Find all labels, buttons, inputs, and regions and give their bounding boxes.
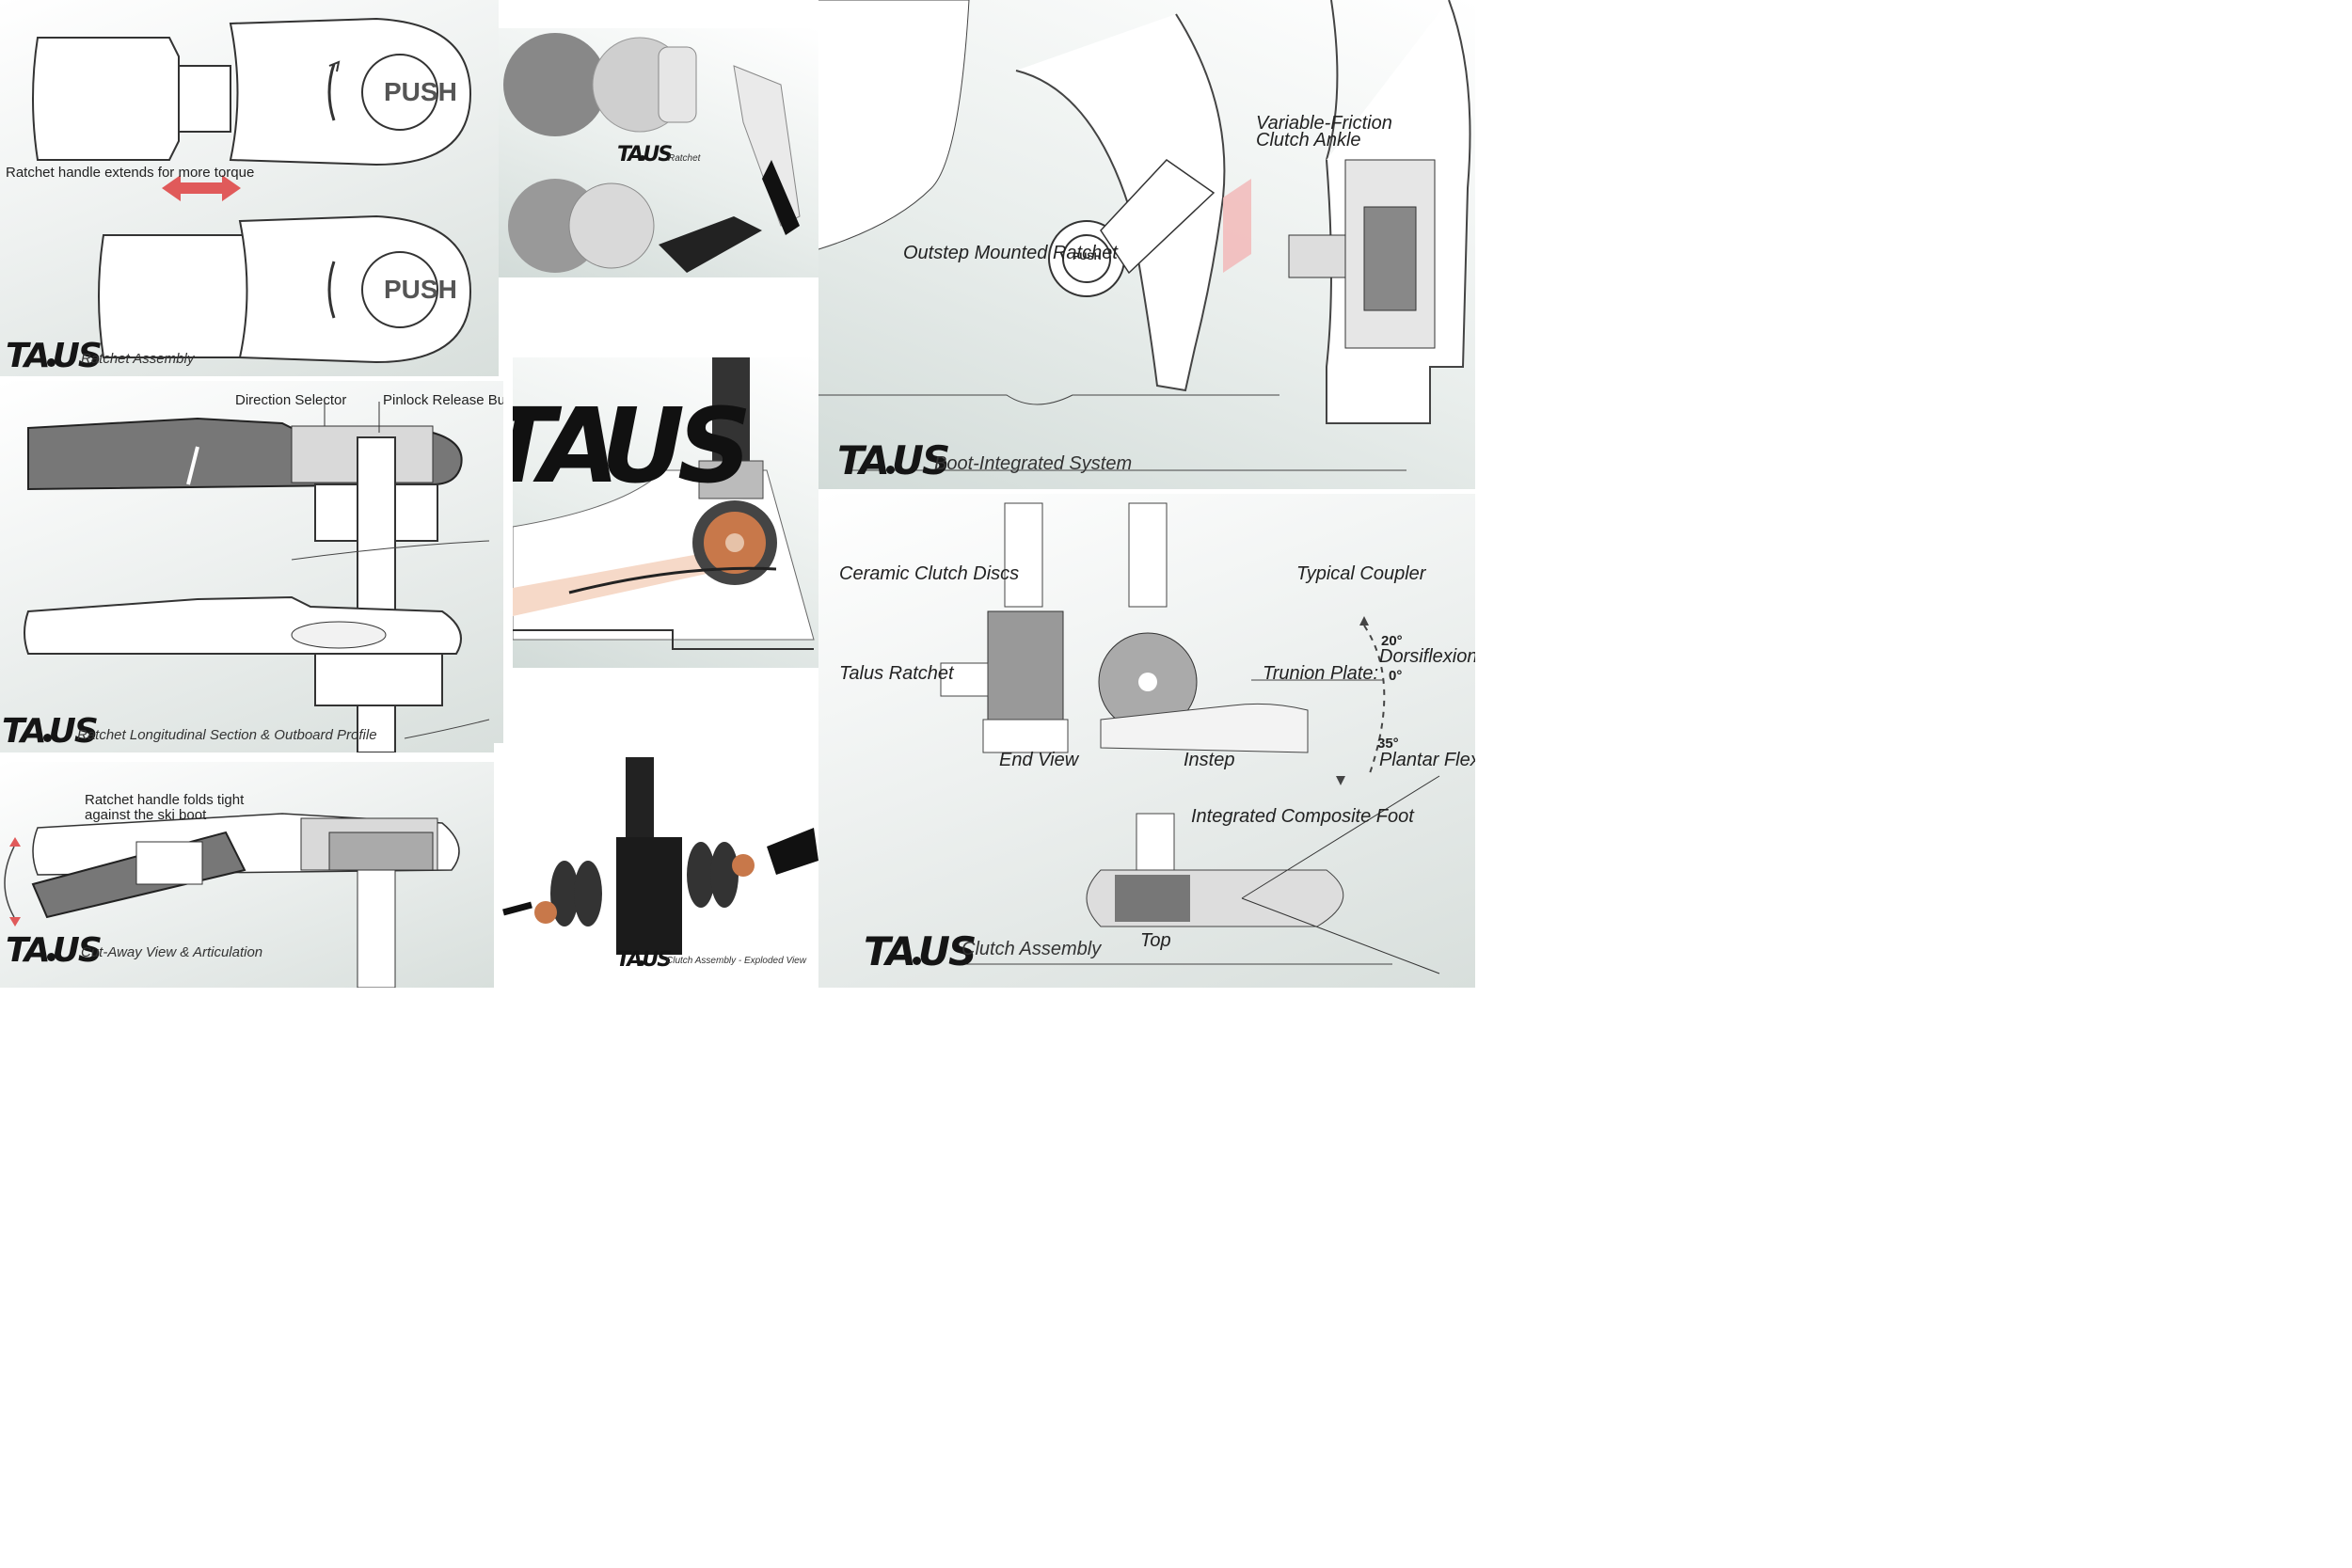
label-talus-ratchet: Talus Ratchet (839, 663, 954, 684)
panel-longitudinal-section: Direction Selector Pinlock Release Butto… (0, 381, 503, 752)
label-variable-friction-1: Variable-Friction (1256, 113, 1392, 134)
label-integrated-foot: Integrated Composite Foot (1191, 806, 1414, 827)
panel-ratchet-assembly: PUSH PUSH Ratchet handle extends for mor… (0, 0, 499, 376)
label-dorsi-angle: 20° (1381, 633, 1403, 649)
label-outstep-ratchet: Outstep Mounted Ratchet (903, 243, 1118, 263)
push-button-label: PUSH (384, 77, 457, 106)
label-top: Top (1140, 930, 1171, 951)
fold-note-line1: Ratchet handle folds tight (85, 792, 245, 808)
caption-ratchet-assembly: Ratchet Assembly (81, 351, 195, 367)
panel-ratchet-render: TAUS Ratchet (499, 28, 818, 277)
caption-exploded: Clutch Assembly - Exploded View (666, 956, 806, 966)
caption-longitudinal-section: Ratchet Longitudinal Section & Outboard … (77, 727, 377, 743)
talus-logo-large: TAUS (513, 386, 752, 506)
panel-exploded: TAUS Clutch Assembly - Exploded View (494, 743, 818, 988)
exploded-drawing (502, 757, 818, 955)
panel-boot-gear: TAUS (513, 357, 818, 668)
label-typical-coupler: Typical Coupler (1296, 563, 1426, 584)
clutch-assembly-drawing (940, 502, 1440, 974)
label-dorsiflexion: Dorsiflexion (1379, 646, 1475, 667)
panel-cutaway: Ratchet handle folds tight against the s… (0, 762, 494, 988)
extend-note: Ratchet handle extends for more torque (6, 165, 255, 181)
label-plantar-flexion: Plantar Flexion (1379, 750, 1475, 770)
boot-gear-drawing (513, 357, 815, 650)
fold-note-line2: against the ski boot (85, 807, 207, 823)
talus-logo-render: TAUS (617, 143, 673, 166)
caption-clutch-assembly: Clutch Assembly (961, 939, 1102, 959)
caption-cutaway: Cut-Away View & Articulation (81, 944, 263, 960)
panel-boot-integrated: Variable-Friction Clutch Ankle Outstep M… (818, 0, 1475, 489)
panel-clutch-assembly: Ceramic Clutch Discs Typical Coupler Tal… (818, 494, 1475, 988)
label-variable-friction-2: Clutch Ankle (1256, 130, 1361, 150)
label-trunion-plate: Trunion Plate: (1263, 663, 1379, 684)
extend-arrow-icon (162, 175, 241, 201)
ratchet-top-views (32, 17, 472, 364)
talus-logo-boot: TAUS (837, 437, 950, 483)
boot-integrated-drawing (818, 0, 1471, 471)
label-direction-selector: Direction Selector (235, 392, 347, 408)
ratchet-render-graphic (503, 33, 801, 273)
label-plantar-angle: 35° (1377, 736, 1399, 752)
section-drawing (24, 402, 490, 752)
caption-boot-integrated: Boot-Integrated System (934, 453, 1133, 474)
label-end-view: End View (999, 750, 1079, 770)
push-button-label-2: PUSH (384, 275, 457, 304)
push-small-label: PUSH (1073, 251, 1102, 262)
label-ceramic-discs: Ceramic Clutch Discs (839, 563, 1020, 584)
label-instep: Instep (1184, 750, 1235, 770)
label-pinlock-release: Pinlock Release Button (383, 392, 503, 408)
label-zero-angle: 0° (1389, 668, 1403, 684)
cutaway-drawing (4, 813, 460, 988)
talus-logo-clutch: TAUS (864, 928, 977, 974)
talus-logo-exploded: TAUS (616, 948, 672, 972)
caption-ratchet-render: Ratchet (668, 153, 701, 164)
